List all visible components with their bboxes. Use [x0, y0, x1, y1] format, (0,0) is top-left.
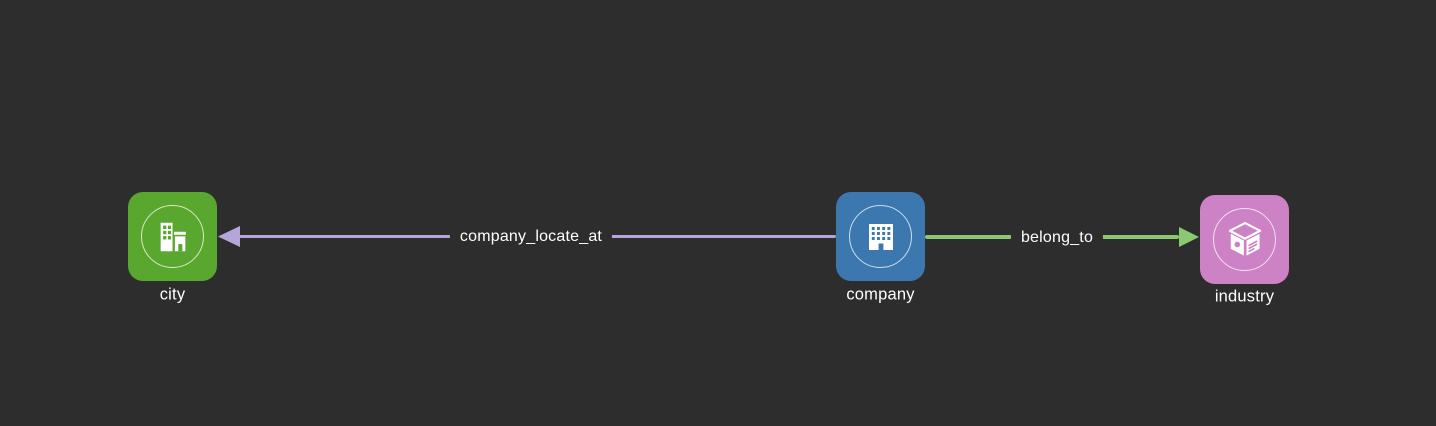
edge-label-company-locate-at[interactable]: company_locate_at	[449, 227, 613, 247]
node-circle	[849, 205, 912, 268]
node-label-industry: industry	[1214, 287, 1275, 306]
industry-box-icon	[1228, 221, 1261, 256]
edge-company-locate-at-arrowhead[interactable]	[218, 226, 240, 247]
node-company[interactable]	[836, 192, 925, 281]
node-circle	[141, 205, 204, 268]
city-buildings-icon	[160, 222, 186, 251]
node-label-city: city	[159, 285, 186, 304]
node-circle	[1213, 208, 1276, 271]
edge-label-belong-to[interactable]: belong_to	[1010, 227, 1104, 248]
node-city[interactable]	[128, 192, 217, 281]
node-industry[interactable]	[1200, 195, 1289, 284]
node-label-company: company	[846, 285, 915, 304]
edge-belong-to-arrowhead[interactable]	[1179, 227, 1199, 247]
office-building-icon	[868, 223, 893, 250]
